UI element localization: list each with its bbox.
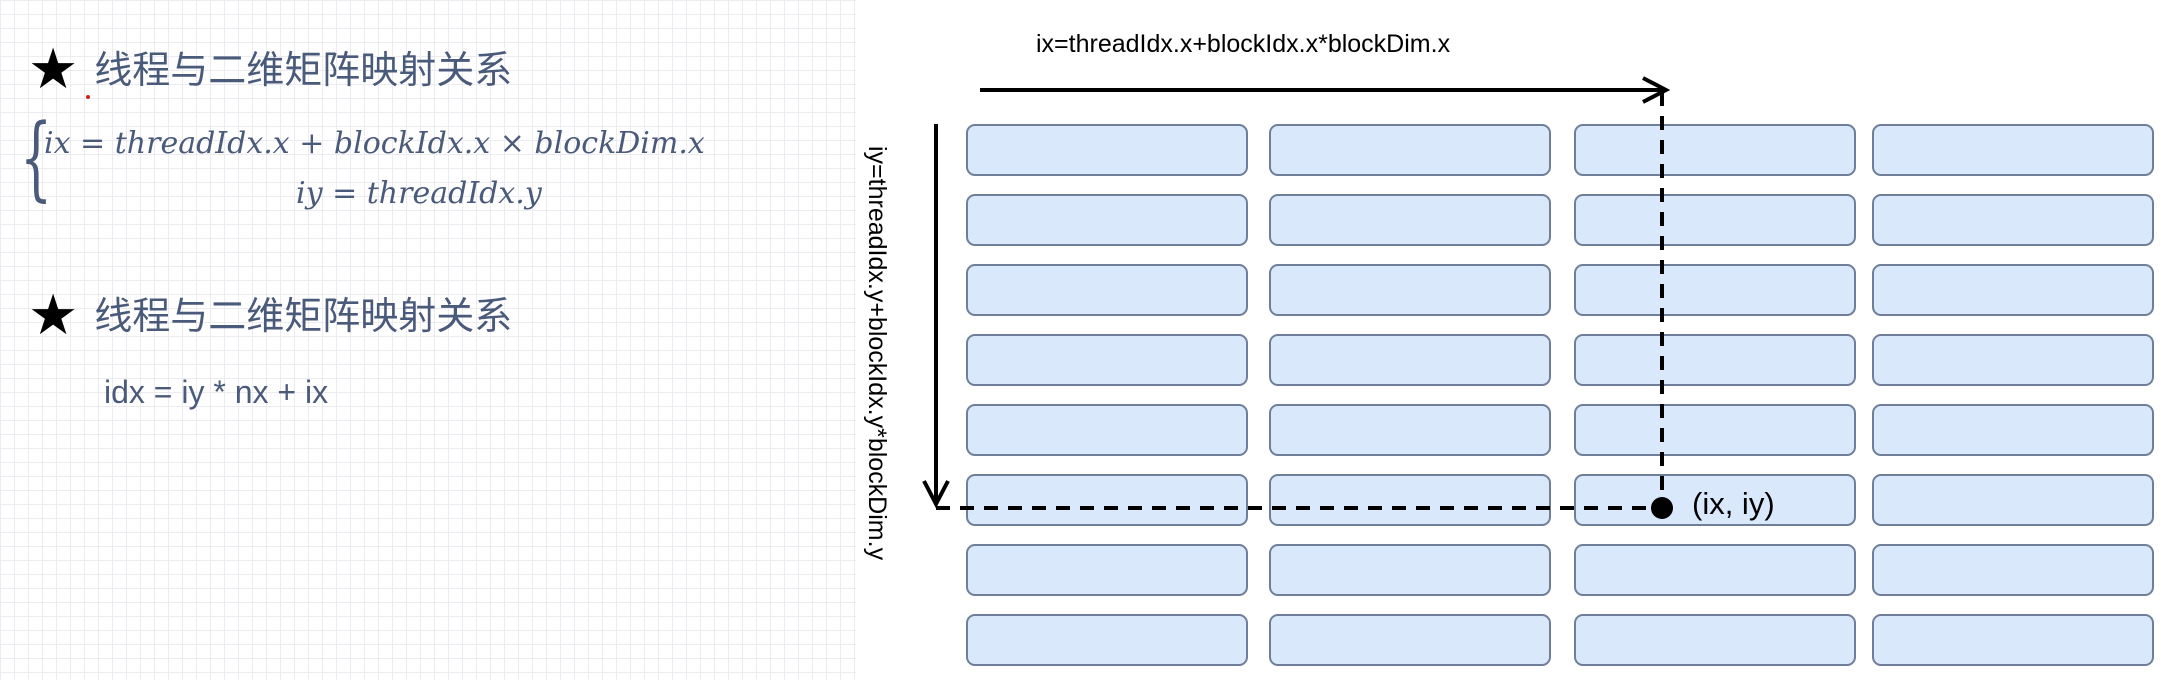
thread-cell xyxy=(1269,474,1551,526)
thread-cell xyxy=(1872,264,2154,316)
thread-cell xyxy=(1872,334,2154,386)
thread-cell xyxy=(966,474,1248,526)
thread-cell xyxy=(1872,474,2154,526)
thread-cell xyxy=(966,124,1248,176)
formula-ix: ix = threadIdx.x + blockIdx.x × blockDim… xyxy=(44,126,705,161)
star-icon: ★ xyxy=(28,283,79,348)
ix-axis-label: ix=threadIdx.x+blockIdx.x*blockDim.x xyxy=(1036,30,1451,58)
heading-text-2: 线程与二维矩阵映射关系 xyxy=(94,294,513,338)
thread-cell xyxy=(1269,544,1551,596)
thread-cell xyxy=(1574,264,1856,316)
thread-cell xyxy=(1574,334,1856,386)
thread-cell-grid xyxy=(966,124,2158,669)
thread-cell xyxy=(1269,404,1551,456)
thread-cell xyxy=(1574,474,1856,526)
thread-cell xyxy=(1269,194,1551,246)
thread-cell xyxy=(1269,614,1551,666)
red-dot-mark xyxy=(86,95,90,99)
thread-cell xyxy=(1574,194,1856,246)
thread-cell xyxy=(1872,124,2154,176)
thread-cell xyxy=(1574,124,1856,176)
thread-cell xyxy=(1574,404,1856,456)
point-label-ix-iy: (ix, iy) xyxy=(1692,486,1775,521)
thread-cell xyxy=(1872,404,2154,456)
idx-formula: idx = iy * nx + ix xyxy=(104,374,329,410)
target-point xyxy=(1651,497,1673,519)
left-brace-icon: { xyxy=(20,104,53,211)
heading-thread-matrix-mapping-1: ★ 线程与二维矩阵映射关系 xyxy=(28,40,512,100)
formula-iy: iy = threadIdx.y xyxy=(296,176,542,211)
heading-thread-matrix-mapping-2: ★ 线程与二维矩阵映射关系 xyxy=(28,286,512,346)
thread-cell xyxy=(966,544,1248,596)
star-icon: ★ xyxy=(28,37,79,102)
thread-cell xyxy=(1269,124,1551,176)
thread-cell xyxy=(966,334,1248,386)
thread-grid-diagram: ix=threadIdx.x+blockIdx.x*blockDim.x iy=… xyxy=(856,0,2168,680)
thread-cell xyxy=(966,264,1248,316)
thread-cell xyxy=(1574,544,1856,596)
thread-cell xyxy=(1574,614,1856,666)
thread-cell xyxy=(1872,544,2154,596)
thread-cell xyxy=(966,404,1248,456)
thread-cell xyxy=(966,194,1248,246)
thread-cell xyxy=(1872,194,2154,246)
thread-cell xyxy=(1872,614,2154,666)
mapping-formula-system: { ix = threadIdx.x + blockIdx.x × blockD… xyxy=(20,112,820,228)
thread-cell xyxy=(1269,264,1551,316)
thread-cell xyxy=(966,614,1248,666)
thread-cell xyxy=(1269,334,1551,386)
iy-axis-label: iy=threadIdx.y+blockIdx.y*blockDim.y xyxy=(863,146,891,561)
heading-text-1: 线程与二维矩阵映射关系 xyxy=(94,48,513,92)
mapping-arrows-svg xyxy=(856,0,1673,519)
